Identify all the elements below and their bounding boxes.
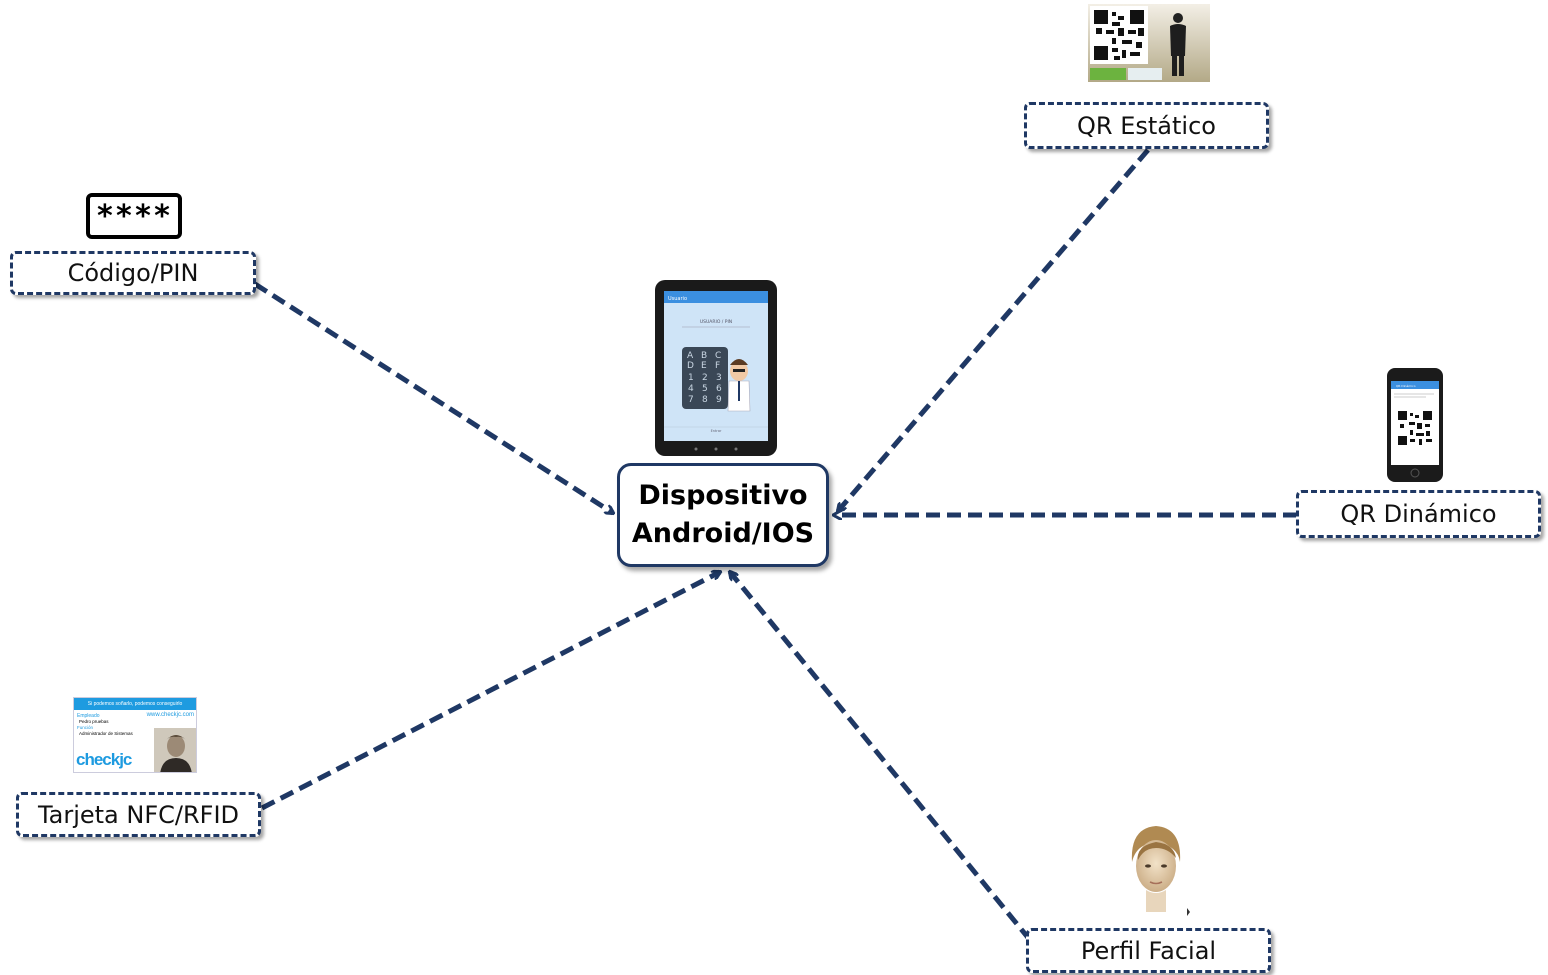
node-face: Perfil Facial bbox=[1026, 928, 1271, 973]
tablet-key: F bbox=[715, 361, 720, 371]
tablet-key: 3 bbox=[716, 373, 722, 383]
nfc-card-role2: Función bbox=[77, 725, 94, 730]
node-qr-dynamic-label: QR Dinámico bbox=[1340, 500, 1497, 528]
tablet-key: 7 bbox=[688, 395, 694, 405]
nfc-card-name: Pedro pruebas bbox=[79, 719, 109, 724]
nfc-card-job: Administrador de Sistemas bbox=[79, 731, 133, 736]
tablet-image: Usuario USUARIO / PIN A B C D E F 1 2 3 … bbox=[655, 280, 777, 456]
device-node-line2: Android/IOS bbox=[631, 518, 815, 549]
device-node: Dispositivo Android/IOS bbox=[617, 463, 829, 567]
tablet-key: 1 bbox=[688, 373, 694, 383]
arrow-pin-to-device bbox=[253, 281, 613, 513]
qr-dynamic-phone-image: QR Dinámico bbox=[1387, 368, 1443, 482]
arrow-face-to-device bbox=[730, 572, 1032, 942]
node-face-label: Perfil Facial bbox=[1080, 936, 1217, 965]
node-qr-static-label: QR Estático bbox=[1077, 111, 1216, 140]
tablet-header: Usuario bbox=[668, 296, 687, 302]
nfc-card-role1: Empleado bbox=[77, 713, 100, 719]
node-qr-static: QR Estático bbox=[1024, 102, 1269, 149]
tablet-key: 6 bbox=[716, 384, 722, 394]
tablet-key: 2 bbox=[702, 373, 708, 383]
tablet-key: 9 bbox=[716, 395, 722, 405]
node-nfc: Tarjeta NFC/RFID bbox=[16, 792, 261, 837]
tablet-key: A bbox=[687, 351, 694, 361]
arrow-nfc-to-device bbox=[260, 572, 720, 811]
node-nfc-label: Tarjeta NFC/RFID bbox=[37, 800, 240, 829]
phone-header: QR Dinámico bbox=[1396, 384, 1416, 388]
tablet-key: 8 bbox=[702, 395, 708, 405]
nfc-card-logo: checkjc bbox=[76, 750, 132, 769]
node-pin: Código/PIN bbox=[10, 251, 256, 295]
nfc-card-url: www.checkjc.com bbox=[146, 712, 194, 718]
tablet-key: 4 bbox=[688, 384, 694, 394]
pin-symbol: **** bbox=[95, 198, 173, 234]
node-qr-dynamic: QR Dinámico bbox=[1296, 490, 1541, 538]
qr-static-image bbox=[1088, 4, 1210, 82]
nfc-card-slogan: Si podemos soñarlo, podemos conseguirlo bbox=[74, 698, 196, 710]
nfc-card-photo bbox=[154, 728, 196, 772]
device-node-line1: Dispositivo bbox=[638, 480, 808, 511]
pin-symbol-box: **** bbox=[86, 193, 182, 239]
tablet-key: B bbox=[701, 351, 707, 361]
tablet-key: E bbox=[701, 361, 707, 371]
tablet-prompt: USUARIO / PIN bbox=[700, 319, 732, 325]
tablet-key: C bbox=[715, 351, 721, 361]
tablet-button: Entrar bbox=[711, 429, 722, 433]
tablet-key: D bbox=[687, 361, 694, 371]
arrow-qr-static-to-device bbox=[838, 148, 1150, 511]
face-image bbox=[1131, 826, 1190, 916]
tablet-key: 5 bbox=[702, 384, 708, 394]
node-pin-label: Código/PIN bbox=[67, 259, 199, 287]
nfc-card-image: Si podemos soñarlo, podemos conseguirlo … bbox=[73, 697, 197, 773]
